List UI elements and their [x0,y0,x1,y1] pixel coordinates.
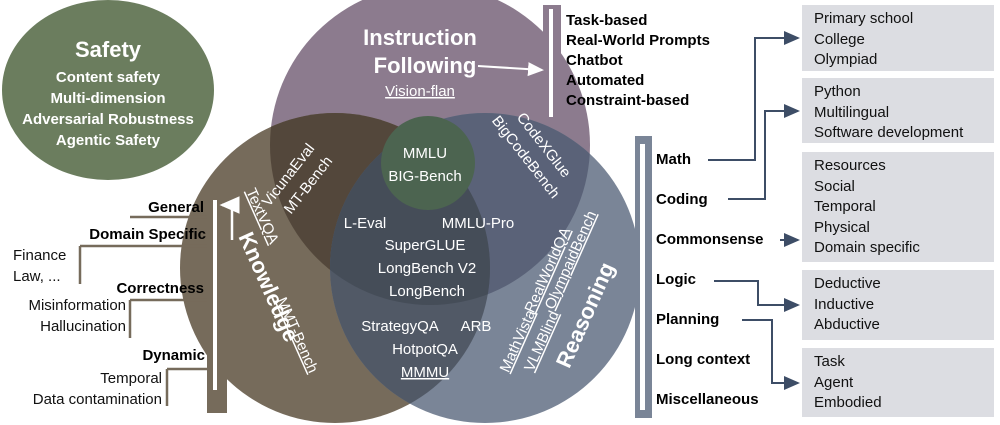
subcategory-item: College [814,30,865,48]
benchmark-longbench: LongBench [389,283,465,300]
subcategory-item: Resources [814,157,886,174]
math-subcategories-box: Primary school College Olympiad [802,5,994,71]
reasoning-category-commonsense: Commonsense [656,231,764,248]
instruction-category: Real-World Prompts [566,32,710,49]
knowledge-category-general: General [148,199,204,216]
knowledge-sub-item: Finance [13,247,67,264]
subcategory-item: Task [814,353,845,370]
subcategory-item: Social [814,177,855,195]
instruction-categories: Task-based Real-World Prompts Chatbot Au… [566,11,710,111]
benchmark-longbench-v2: LongBench V2 [378,260,476,277]
subcategory-item: Software development [814,124,964,141]
commonsense-subcategories-box: Resources Social Temporal Physical Domai… [802,152,994,262]
safety-item: Agentic Safety [56,132,161,149]
instruction-category: Chatbot [566,52,623,69]
instruction-category: Constraint-based [566,92,690,109]
benchmark-arb: ARB [461,318,492,335]
knowledge-dynamic-subs: Temporal Data contamination [33,369,162,410]
subcategory-item: Temporal [814,198,876,215]
benchmark-l-eval: L-Eval [344,215,387,232]
coding-subcategories-box: Python Multilingual Software development [802,78,994,143]
logic-subcategories-box: Deductive Inductive Abductive [802,270,994,340]
core-circle [381,116,475,210]
benchmark-mmlu: MMLU [403,145,447,162]
subcategory-item: Abductive [814,316,880,333]
benchmark-strategyqa: StrategyQA [361,318,439,335]
reasoning-category-planning: Planning [656,311,720,328]
benchmark-mmlu-pro: MMLU-Pro [442,215,515,232]
benchmark-big-bench: BIG-Bench [388,168,461,185]
reasoning-category-coding: Coding [656,191,708,208]
benchmark-hotpotqa: HotpotQA [392,341,458,358]
subcategory-item: Agent [814,373,854,391]
reasoning-category-math: Math [656,151,691,168]
safety-ellipse [2,0,214,180]
subcategory-item: Embodied [814,394,882,411]
benchmark-superglue: SuperGLUE [385,237,466,254]
instruction-category: Task-based [566,12,648,29]
knowledge-connectors [78,215,207,406]
subcategory-item: Multilingual [814,103,890,121]
knowledge-domain-subs: Finance Law, ... [13,245,66,287]
instruction-title-line1: Instruction [363,25,477,50]
subcategory-item: Deductive [814,275,881,292]
knowledge-sub-item: Hallucination [40,317,126,335]
knowledge-sub-item: Misinformation [28,297,126,314]
benchmark-vision-flan[interactable]: Vision-flan [385,83,455,100]
safety-title: Safety [75,37,142,62]
instruction-category: Automated [566,72,645,89]
subcategory-item: Primary school [814,10,914,27]
knowledge-sub-item: Law, ... [13,268,61,285]
reasoning-bar-inner [640,144,645,410]
safety-item: Content safety [56,69,161,86]
knowledge-category-domain-specific: Domain Specific [89,226,206,243]
subcategory-item: Physical [814,218,870,236]
knowledge-category-correctness: Correctness [116,280,204,297]
reasoning-category-miscellaneous: Miscellaneous [656,391,759,408]
instruction-title-line2: Following [374,53,477,78]
instruction-arrow [477,62,544,77]
knowledge-sub-item: Temporal [100,370,162,387]
reasoning-arrows [708,31,800,390]
subcategory-item: Olympiad [814,51,878,68]
knowledge-correctness-subs: Misinformation Hallucination [28,296,126,337]
knowledge-bar-inner [213,200,217,390]
safety-item: Adversarial Robustness [22,111,194,128]
subcategory-item: Inductive [814,295,875,313]
subcategory-item: Domain specific [814,239,920,256]
knowledge-category-dynamic: Dynamic [142,347,205,364]
knowledge-arrow [219,196,240,240]
reasoning-category-long-context: Long context [656,351,751,368]
planning-subcategories-box: Task Agent Embodied [802,348,994,417]
knowledge-sub-item: Data contamination [32,390,162,408]
benchmark-mmmu[interactable]: MMMU [401,364,449,381]
subcategory-item: Python [814,83,861,100]
safety-item: Multi-dimension [51,90,166,107]
instruction-bar-inner [549,9,553,117]
reasoning-category-logic: Logic [656,271,696,288]
